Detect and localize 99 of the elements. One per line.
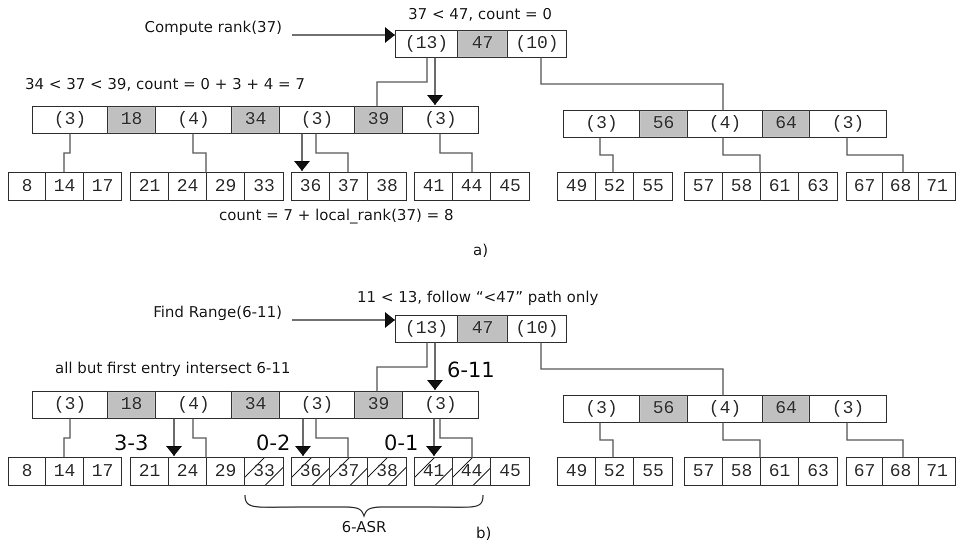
key-cell: 61 [761, 458, 799, 485]
leaf-node [684, 457, 838, 486]
separator-key-cell: 56 [640, 396, 688, 422]
leaf-node [291, 172, 407, 201]
arrow [295, 419, 311, 456]
leaf-node [130, 457, 284, 486]
arrow [427, 58, 443, 105]
key-cell-text: 38 [375, 176, 399, 198]
key-cell: 58 [723, 458, 761, 485]
leaf-node [130, 172, 284, 201]
leaf-node [557, 457, 673, 486]
key-cell: 57 [685, 173, 723, 200]
key-cell-text: 17 [90, 176, 114, 198]
arrow [166, 419, 182, 456]
key-cell: 41 [415, 173, 453, 200]
subtree-count-cell-text: (3) [830, 113, 866, 136]
leaf-node [8, 172, 122, 201]
query-label: Compute rank(37) [100, 17, 282, 37]
query-label: Find Range(6-11) [100, 302, 282, 322]
annotation-text: 6-ASR [342, 517, 386, 537]
annotation-text: 11 < 13, follow “<47” path only [357, 287, 598, 307]
subtree-count-cell-text: (10) [514, 318, 560, 341]
key-cell: 14 [46, 458, 84, 485]
leaf-node [414, 457, 530, 486]
leaf-node [557, 172, 673, 201]
key-cell: 8 [9, 173, 46, 200]
key-cell: 52 [596, 173, 634, 200]
separator-key-cell: 18 [108, 392, 156, 418]
key-cell: 68 [883, 173, 919, 200]
key-cell: 24 [169, 173, 207, 200]
leaf-node [8, 457, 122, 486]
leaf-node [414, 172, 530, 201]
key-cell: 24 [169, 458, 207, 485]
internal-node [395, 315, 567, 343]
crossed-key-cell: 44 [453, 458, 491, 485]
annotation-text: all but first entry intersect 6-11 [55, 358, 290, 378]
arrow [292, 27, 395, 43]
key-cell-text: 17 [90, 460, 114, 484]
subtree-count-cell-text: (3) [423, 394, 458, 417]
key-cell: 61 [761, 173, 799, 200]
leaf-node [684, 172, 838, 201]
key-cell: 14 [46, 173, 84, 200]
separator-key-cell: 39 [355, 392, 403, 418]
separator-key-cell: 56 [640, 111, 688, 137]
subtree-count-cell-text: (3) [830, 398, 866, 421]
panel-label: b) [476, 523, 492, 543]
key-cell: 68 [883, 458, 919, 485]
leaf-node [846, 457, 956, 486]
leaf-node [291, 457, 407, 486]
internal-node [32, 106, 479, 134]
separator-key-cell: 39 [355, 107, 403, 133]
key-cell-text: 71 [925, 176, 949, 198]
key-cell-text: 33 [252, 176, 276, 198]
annotation-text: count = 7 + local_rank(37) = 8 [219, 205, 454, 225]
key-cell: 49 [558, 458, 596, 485]
key-cell: 8 [9, 458, 46, 485]
key-cell: 44 [453, 173, 491, 200]
separator-key-cell: 18 [108, 107, 156, 133]
separator-key-cell: 47 [458, 316, 508, 342]
internal-node [395, 30, 567, 58]
key-cell-text: 63 [806, 460, 830, 484]
arrow [427, 343, 443, 390]
key-cell: 57 [685, 458, 723, 485]
annotation-text: 34 < 37 < 39, count = 0 + 3 + 4 = 7 [25, 74, 305, 94]
key-cell: 37 [330, 173, 368, 200]
key-cell-text: 45 [498, 176, 522, 198]
crossed-key-cell: 36 [292, 458, 330, 485]
separator-key-cell: 34 [232, 107, 280, 133]
key-cell: 58 [723, 173, 761, 200]
separator-key-cell: 64 [763, 396, 810, 422]
key-cell: 21 [131, 458, 169, 485]
key-cell: 36 [292, 173, 330, 200]
internal-node [563, 110, 887, 138]
crossed-key-cell: 41 [415, 458, 453, 485]
internal-node [563, 395, 887, 423]
internal-node [32, 391, 479, 419]
arrow [426, 419, 442, 456]
key-cell-text: 63 [806, 176, 830, 198]
key-cell-text: 55 [641, 176, 665, 198]
arrow [294, 134, 310, 171]
arrow [292, 312, 395, 328]
key-cell-text: 71 [925, 460, 949, 484]
key-cell: 29 [207, 458, 245, 485]
key-cell: 67 [847, 173, 883, 200]
key-cell-text: 45 [498, 460, 522, 484]
subtree-count-cell-text: (10) [514, 33, 560, 56]
annotation-text: 37 < 47, count = 0 [408, 4, 552, 24]
key-cell: 21 [131, 173, 169, 200]
panel-label: a) [473, 240, 488, 260]
separator-key-cell: 64 [763, 111, 810, 137]
leaf-node [846, 172, 956, 201]
key-cell: 49 [558, 173, 596, 200]
key-cell: 52 [596, 458, 634, 485]
key-cell-text: 55 [641, 460, 665, 484]
key-cell: 29 [207, 173, 245, 200]
separator-key-cell: 47 [458, 31, 508, 57]
subtree-count-cell-text: (3) [423, 109, 458, 132]
key-cell: 67 [847, 458, 883, 485]
separator-key-cell: 34 [232, 392, 280, 418]
